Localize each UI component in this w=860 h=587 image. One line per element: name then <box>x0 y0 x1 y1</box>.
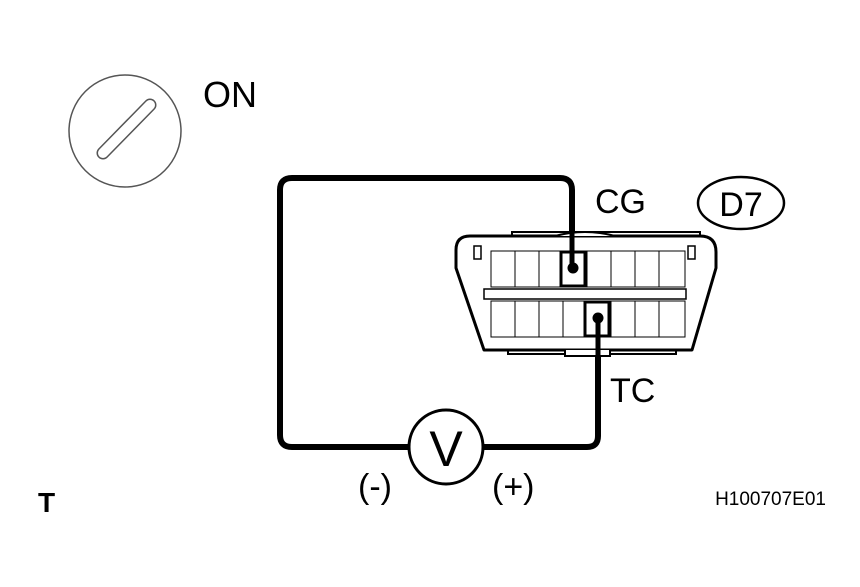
connector-id-label: D7 <box>719 186 762 224</box>
connector-left-key <box>473 245 482 260</box>
terminal-tc-probe <box>592 312 604 324</box>
positive-probe-label: (+) <box>492 468 535 506</box>
connector-top-ridge <box>511 231 701 236</box>
meter-positive-wire <box>484 320 601 450</box>
voltmeter-body <box>407 408 485 486</box>
connector-right-key <box>687 245 696 260</box>
terminal-cg-label: CG <box>595 183 646 221</box>
connector-center-rib <box>483 288 687 300</box>
negative-probe-label: (-) <box>358 468 392 506</box>
dlc-connector <box>454 231 718 357</box>
connector-bottom-latch <box>564 350 611 357</box>
ignition-switch-dial <box>68 74 182 188</box>
terminal-tc-label: TC <box>610 372 655 410</box>
voltmeter: V <box>407 408 485 486</box>
ignition-switch <box>68 74 182 188</box>
ignition-key-slot-inner <box>98 100 155 158</box>
meter-negative-wire <box>277 175 575 450</box>
connector-id-badge: D7 <box>696 175 786 231</box>
upper-pin-row <box>490 250 686 288</box>
ignition-position-label: ON <box>203 74 257 115</box>
corner-mark: T <box>38 487 55 518</box>
figure-code: H100707E01 <box>715 489 826 510</box>
connector-id-oval <box>696 175 786 231</box>
voltmeter-symbol: V <box>429 421 463 477</box>
